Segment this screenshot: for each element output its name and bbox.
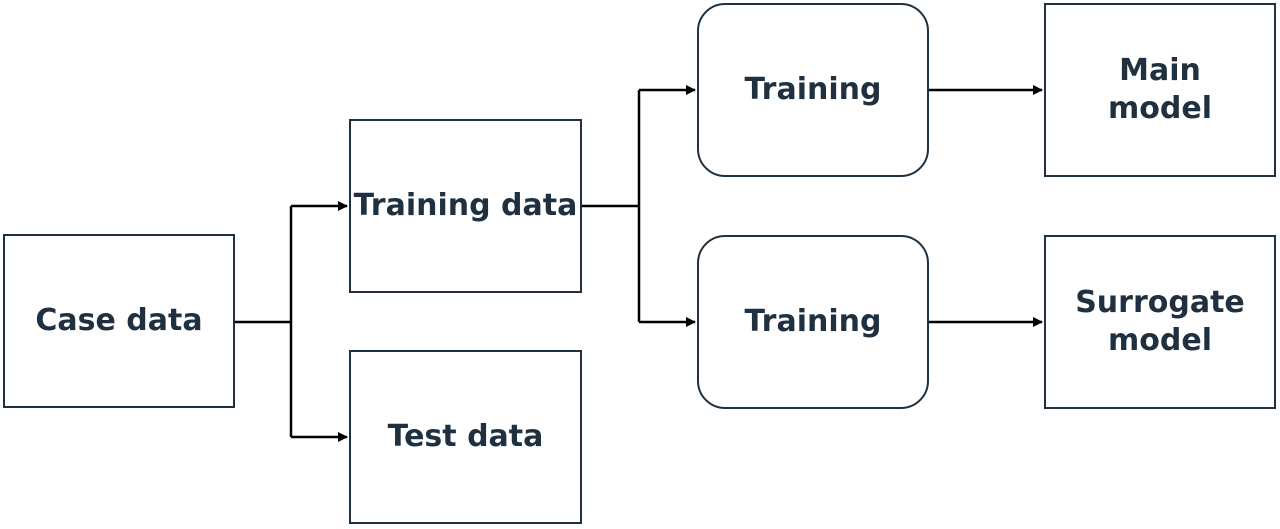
test-data-node: Test data: [349, 350, 582, 524]
case-data-label: Case data: [35, 303, 203, 338]
training-process-top: Training: [697, 3, 929, 177]
surrogate-model-node: Surrogate model: [1044, 235, 1276, 409]
training-process-bottom: Training: [697, 235, 929, 409]
case-data-node: Case data: [3, 234, 235, 408]
main-model-label: Main model: [1108, 53, 1212, 126]
training-data-label: Training data: [353, 188, 578, 223]
main-model-node: Main model: [1044, 3, 1276, 177]
training-bottom-label: Training: [744, 304, 882, 339]
surrogate-model-label: Surrogate model: [1075, 285, 1245, 358]
test-data-label: Test data: [387, 419, 544, 454]
training-top-label: Training: [744, 72, 882, 107]
training-data-node: Training data: [349, 119, 582, 293]
